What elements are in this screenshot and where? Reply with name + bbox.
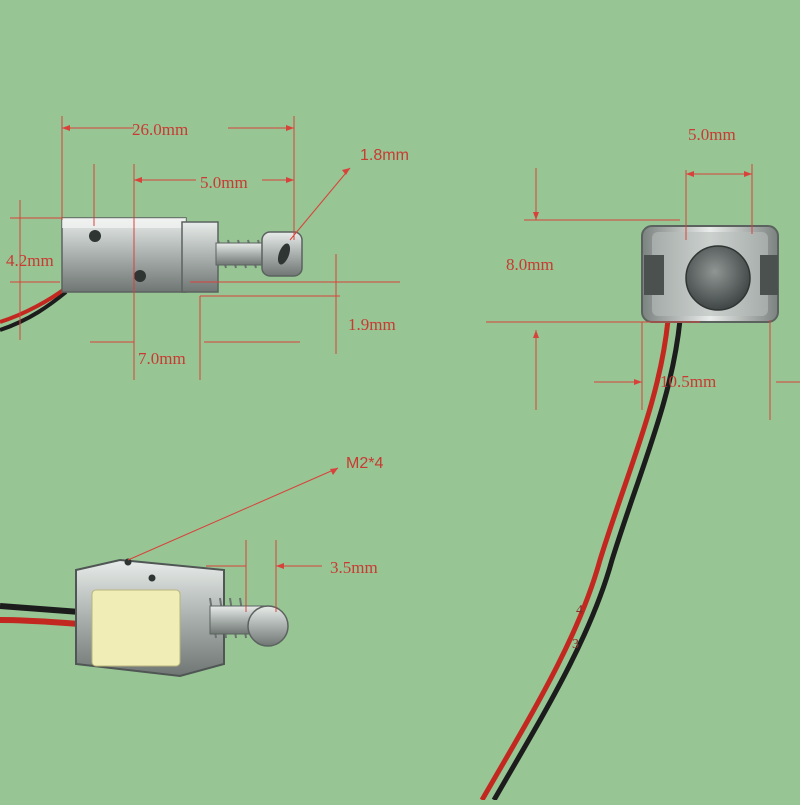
- label-plunger-hole: 1.8mm: [360, 147, 409, 164]
- side-view-solenoid: [0, 217, 303, 332]
- label-height: 4.2mm: [6, 251, 54, 270]
- label-end-height: 8.0mm: [506, 255, 554, 274]
- wire-mark-4: 4: [576, 603, 583, 618]
- label-end-width: 10.5mm: [660, 372, 717, 391]
- yellow-coil: [91, 589, 181, 667]
- wire-red-right: [479, 319, 671, 802]
- wire-black: [0, 290, 68, 332]
- angled-view-solenoid: [0, 558, 289, 678]
- wire-black-right: [491, 319, 683, 802]
- wire-black-bottom: [0, 603, 81, 615]
- label-end-plunger-width: 5.0mm: [688, 125, 736, 144]
- label-overall-length: 26.0mm: [132, 120, 189, 139]
- label-plunger-diameter: 1.9mm: [348, 315, 396, 334]
- label-body-length: 7.0mm: [138, 349, 186, 368]
- label-screw-size: M2*4: [346, 455, 384, 472]
- dimension-lines: [10, 116, 800, 612]
- label-plunger-stroke: 5.0mm: [200, 173, 248, 192]
- wire-red-bottom: [0, 617, 81, 627]
- label-plunger-length: 3.5mm: [330, 558, 378, 577]
- wire-mark-3: 3: [572, 637, 579, 652]
- arrowheads: [62, 125, 752, 569]
- end-view-solenoid: [479, 225, 779, 802]
